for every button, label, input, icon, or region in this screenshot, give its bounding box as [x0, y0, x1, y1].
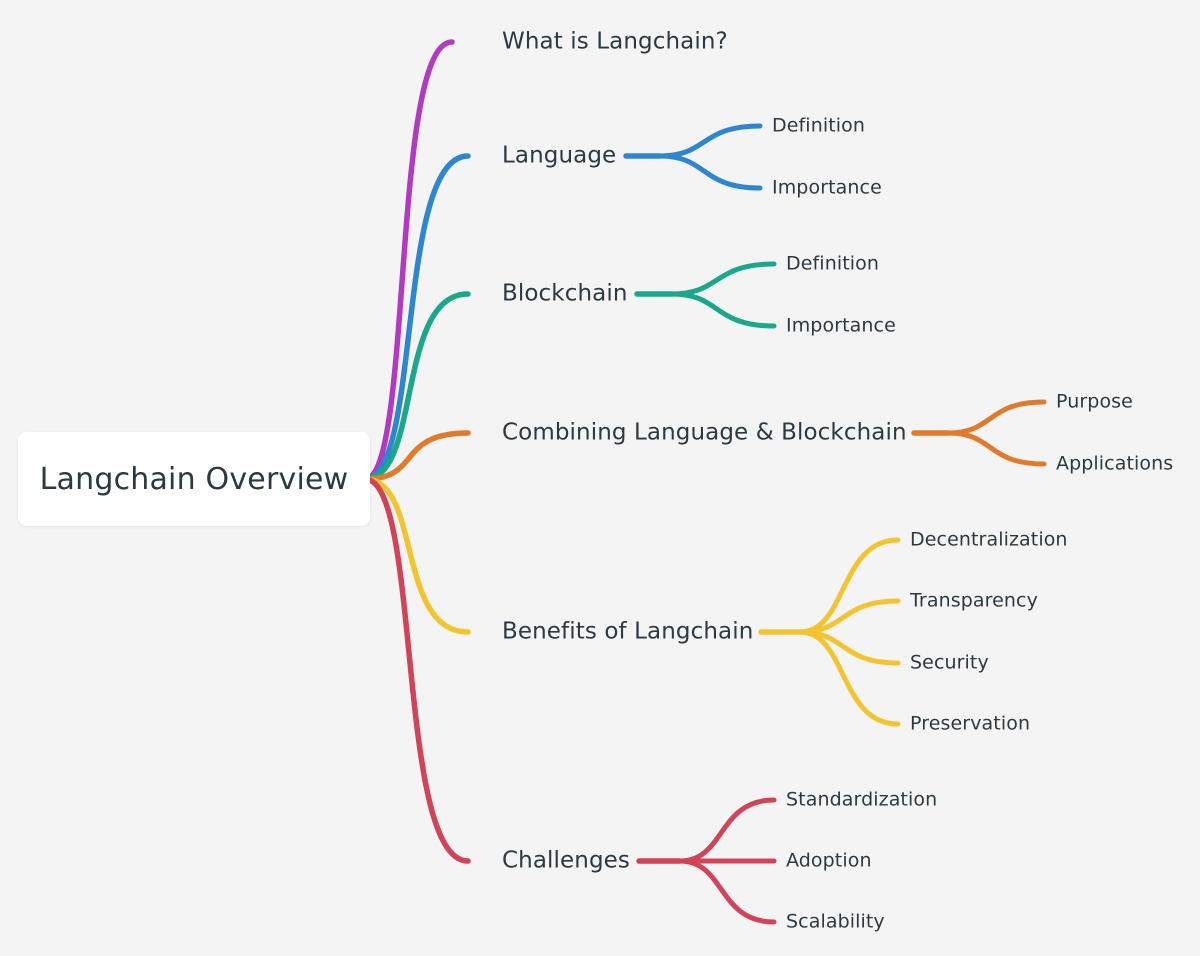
leaf-label-benefits-of-langchain-security[interactable]: Security — [910, 651, 989, 674]
branch-label-what-is-langchain[interactable]: What is Langchain? — [502, 28, 728, 55]
leaf-edge-language-importance — [657, 153, 763, 191]
leaf-label-challenges-scalability[interactable]: Scalability — [786, 910, 885, 933]
leaf-label-benefits-of-langchain-transparency[interactable]: Transparency — [910, 589, 1038, 612]
leaf-edge-blockchain-definition — [669, 261, 777, 297]
leaf-edge-challenges-scalability — [677, 858, 777, 925]
branch-label-benefits-of-langchain[interactable]: Benefits of Langchain — [502, 618, 754, 645]
leaf-label-blockchain-definition[interactable]: Definition — [786, 252, 880, 275]
branch-edge-language — [362, 153, 471, 482]
leaf-edge-language-definition — [657, 123, 763, 159]
branch-label-combining-language-blockchain[interactable]: Combining Language & Blockchain — [502, 419, 907, 446]
branch-label-language[interactable]: Language — [502, 142, 617, 169]
branch-label-challenges[interactable]: Challenges — [502, 847, 630, 874]
branch-edge-challenges — [362, 476, 471, 864]
leaf-edge-benefits-of-langchain-preservation — [797, 629, 901, 727]
branch-edge-what-is-langchain — [362, 39, 455, 482]
leaf-edge-benefits-of-langchain-decentralization — [797, 537, 901, 635]
branch-edge-combining-language-blockchain — [362, 430, 471, 482]
leaf-edge-combining-language-blockchain-purpose — [945, 399, 1047, 436]
leaf-edge-combining-language-blockchain-applications — [945, 430, 1047, 467]
leaf-label-blockchain-importance[interactable]: Importance — [786, 314, 896, 337]
leaf-label-language-importance[interactable]: Importance — [772, 176, 882, 199]
branch-label-blockchain[interactable]: Blockchain — [502, 280, 628, 307]
leaf-label-combining-language-blockchain-purpose[interactable]: Purpose — [1056, 390, 1133, 413]
leaf-edge-challenges-standardization — [677, 797, 777, 864]
leaf-label-benefits-of-langchain-decentralization[interactable]: Decentralization — [910, 528, 1068, 551]
branch-edge-benefits-of-langchain — [362, 476, 471, 635]
leaf-label-benefits-of-langchain-preservation[interactable]: Preservation — [910, 712, 1031, 735]
leaf-label-challenges-standardization[interactable]: Standardization — [786, 788, 938, 811]
branch-edge-blockchain — [362, 291, 471, 482]
root-node[interactable]: Langchain Overview — [18, 432, 370, 526]
leaf-label-challenges-adoption[interactable]: Adoption — [786, 849, 872, 872]
leaf-edge-blockchain-importance — [669, 291, 777, 329]
root-node-label: Langchain Overview — [39, 461, 349, 497]
leaf-label-combining-language-blockchain-applications[interactable]: Applications — [1056, 452, 1174, 475]
leaf-label-language-definition[interactable]: Definition — [772, 114, 866, 137]
